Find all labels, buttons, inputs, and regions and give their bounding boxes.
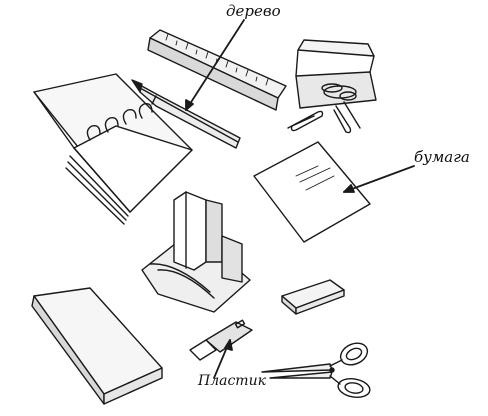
label-plastic: Пластик bbox=[198, 373, 266, 389]
label-paper: бумага bbox=[414, 148, 470, 166]
desk-organizer bbox=[141, 191, 251, 313]
arrowhead-wood bbox=[185, 99, 194, 111]
arrow-paper bbox=[343, 165, 415, 193]
usb-drive bbox=[189, 319, 253, 361]
label-wood: дерево bbox=[226, 2, 281, 20]
arrowhead-paper bbox=[343, 184, 355, 193]
eraser bbox=[281, 279, 345, 315]
arrowhead-plastic bbox=[224, 339, 233, 351]
arrows bbox=[185, 19, 415, 379]
paper-clip-box bbox=[287, 39, 377, 134]
arrow-wood bbox=[185, 19, 245, 111]
pencil bbox=[131, 79, 241, 149]
paper-sheet bbox=[253, 141, 371, 243]
ring-binder bbox=[33, 73, 193, 225]
book bbox=[31, 287, 163, 405]
scissors bbox=[261, 342, 371, 398]
ruler bbox=[147, 29, 287, 111]
